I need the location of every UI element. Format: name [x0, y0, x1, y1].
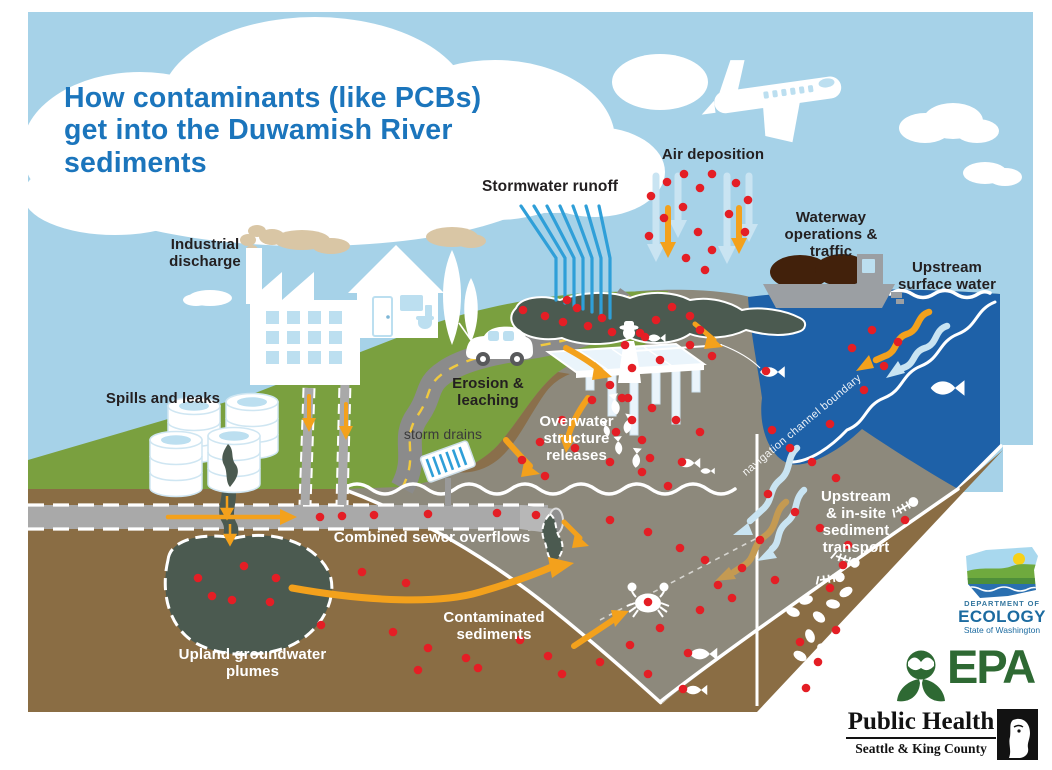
label-waterway-operations: Waterway operations & traffic: [784, 209, 878, 260]
ecology-state-line: State of Washington: [963, 625, 1041, 635]
plankton-icons: [815, 497, 919, 585]
house-icon: [348, 245, 444, 338]
public-health-logo: Public Health Seattle & King County: [846, 708, 996, 757]
label-combined-sewer-overflows: Combined sewer overflows: [333, 529, 531, 546]
navigation-channel-line: [599, 434, 759, 706]
clam-icons: [786, 586, 858, 690]
epa-logo-icon: [897, 650, 945, 702]
airplane-icon: [701, 60, 842, 143]
cloud-icon: [22, 17, 1022, 306]
ecology-logo-text: DEPARTMENT OF ECOLOGY State of Washingto…: [956, 599, 1048, 635]
ecology-logo: [966, 547, 1038, 598]
barge-icon: [763, 254, 904, 308]
ecology-dept-line: DEPARTMENT OF: [964, 599, 1040, 608]
channel-outline: [341, 487, 960, 705]
label-stormwater-runoff: Stormwater runoff: [481, 178, 619, 195]
smog-cloud-icon: [240, 225, 486, 255]
toilet-icon: [416, 305, 434, 329]
public-health-name: Public Health: [846, 708, 996, 740]
label-upstream-insite-transport: Upstream & in-site sediment transport: [821, 488, 891, 556]
transport-arrows-lower: [730, 444, 808, 576]
rain-icon: [519, 204, 612, 320]
flow-arrowheads: [280, 333, 723, 627]
label-spills-and-leaks: Spills and leaks: [105, 390, 221, 407]
label-upland-groundwater-plumes: Upland groundwater plumes: [178, 646, 327, 680]
public-health-subtitle: Seattle & King County: [855, 741, 987, 757]
rain-cloud-icon: [463, 139, 644, 213]
epa-logo-text: EPA: [947, 640, 1036, 693]
label-erosion-leaching: Erosion & leaching: [452, 375, 524, 409]
label-contaminated-sediments: Contaminated sediments: [443, 609, 545, 643]
transport-arrows-upper: [872, 308, 951, 372]
leak-stain: [222, 444, 238, 487]
public-health-face-icon: [997, 709, 1038, 760]
contaminant-dots: [193, 169, 910, 694]
page-title: How contaminants (like PCBs) get into th…: [64, 82, 482, 179]
water-surface-line: [341, 482, 737, 496]
label-overwater-structure: Overwater structure releases: [539, 413, 614, 464]
far-bank: [652, 450, 1003, 712]
shore-mud: [456, 372, 570, 473]
label-industrial-discharge: Industrial discharge: [169, 236, 241, 270]
ecology-name-line: ECOLOGY: [958, 607, 1046, 626]
label-air-deposition: Air deposition: [661, 146, 765, 163]
storm-drain-icon: [419, 440, 476, 483]
tree-icons: [443, 250, 478, 345]
label-upstream-surface-water: Upstream surface water: [897, 259, 997, 293]
factory-icon: [246, 248, 360, 385]
barrel-icons: [149, 392, 279, 498]
flow-arrows: [165, 321, 717, 649]
label-storm-drains: storm drains: [403, 426, 483, 442]
car-icon: [458, 322, 533, 366]
